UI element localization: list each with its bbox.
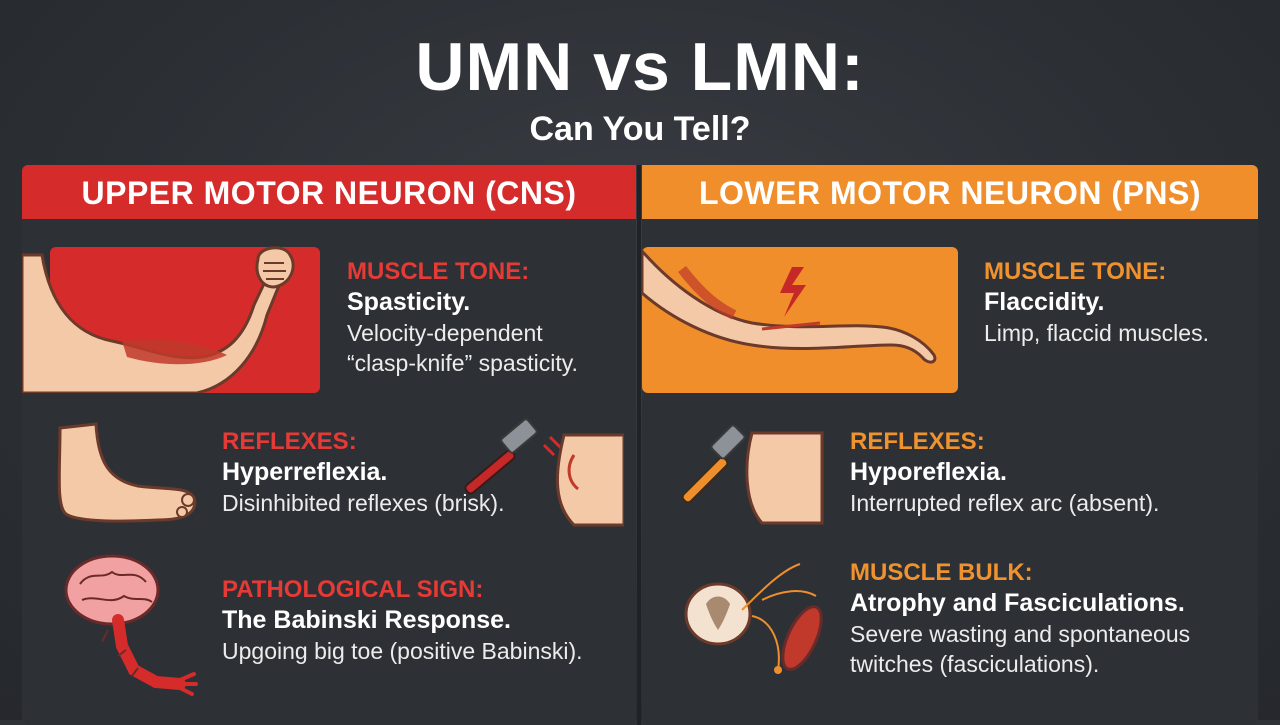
reflex-hammer-knee-icon-lmn <box>672 423 832 528</box>
lmn-tone-head: Flaccidity. <box>984 288 1105 316</box>
umn-reflex-head: Hyperreflexia. <box>222 458 388 486</box>
spinal-cord-muscle-icon <box>682 560 832 685</box>
umn-panel: UPPER MOTOR NEURON (CNS) MUSCLE TONE: Sp… <box>20 165 637 725</box>
lmn-panel: LOWER MOTOR NEURON (PNS) MUSCLE TONE: Fl… <box>640 165 1258 725</box>
page-title: UMN vs LMN: <box>415 29 865 105</box>
lmn-tone-block: MUSCLE TONE: Flaccidity. Limp, flaccid m… <box>984 257 1258 348</box>
umn-reflex-label: REFLEXES: <box>222 428 357 455</box>
lmn-reflex-block: REFLEXES: Hyporeflexia. Interrupted refl… <box>850 427 1250 518</box>
lmn-bulk-head: Atrophy and Fasciculations. <box>850 589 1185 617</box>
lmn-tone-desc: Limp, flaccid muscles. <box>984 320 1209 346</box>
lmn-header: LOWER MOTOR NEURON (PNS) <box>642 165 1258 219</box>
flexed-arm-illustration <box>20 245 320 395</box>
umn-sign-head: The Babinski Response. <box>222 606 511 634</box>
limp-arm-illustration <box>640 245 958 393</box>
lmn-reflex-label: REFLEXES: <box>850 428 985 455</box>
umn-sign-block: PATHOLOGICAL SIGN: The Babinski Response… <box>222 575 622 666</box>
lmn-tone-label: MUSCLE TONE: <box>984 258 1167 285</box>
brain-spinal-cord-icon <box>62 550 212 700</box>
umn-tone-block: MUSCLE TONE: Spasticity. Velocity-depend… <box>347 257 637 378</box>
umn-reflex-block: REFLEXES: Hyperreflexia. Disinhibited re… <box>222 427 542 518</box>
lmn-reflex-head: Hyporeflexia. <box>850 458 1008 486</box>
panel-divider <box>637 165 641 725</box>
page-subtitle: Can You Tell? <box>529 110 751 148</box>
foot-icon <box>48 420 198 530</box>
umn-header: UPPER MOTOR NEURON (CNS) <box>22 165 636 219</box>
umn-tone-label: MUSCLE TONE: <box>347 258 530 285</box>
umn-tone-head: Spasticity. <box>347 288 471 316</box>
lmn-bulk-label: MUSCLE BULK: <box>850 559 1033 586</box>
umn-tone-desc-2: “clasp-knife” spasticity. <box>347 350 578 376</box>
lmn-bulk-block: MUSCLE BULK: Atrophy and Fasciculations.… <box>850 558 1250 679</box>
umn-reflex-desc: Disinhibited reflexes (brisk). <box>222 490 505 516</box>
umn-sign-label: PATHOLOGICAL SIGN: <box>222 576 484 603</box>
lmn-bulk-desc-1: Severe wasting and spontaneous <box>850 621 1191 647</box>
reflex-hammer-knee-icon <box>454 415 626 530</box>
lmn-reflex-desc: Interrupted reflex arc (absent). <box>850 490 1160 516</box>
umn-sign-desc: Upgoing big toe (positive Babinski). <box>222 638 583 664</box>
umn-tone-desc-1: Velocity-dependent <box>347 320 543 346</box>
lmn-bulk-desc-2: twitches (fasciculations). <box>850 651 1100 677</box>
